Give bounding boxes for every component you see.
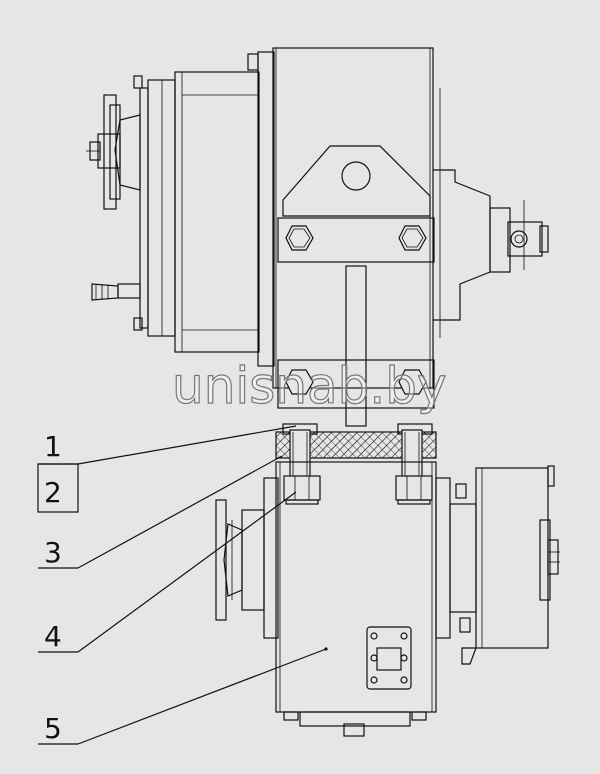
- upper-housing: [272, 47, 435, 427]
- callout-3: 3: [44, 536, 62, 569]
- clamp-bolts: [285, 225, 427, 395]
- right-valve: [433, 88, 549, 338]
- callout-4: 4: [44, 620, 62, 653]
- callout-5: 5: [44, 712, 62, 745]
- upper-motor: [86, 51, 275, 367]
- lower-right-motor: [449, 465, 560, 665]
- callout-2: 2: [44, 476, 62, 509]
- lower-left-pulley: [215, 499, 265, 621]
- leader-lines: [37, 425, 327, 745]
- lower-housing: [263, 461, 451, 737]
- callout-1: 1: [44, 430, 62, 463]
- callout-labels: 1 2 3 4 5: [44, 430, 62, 745]
- watermark-text: unisnab.by: [172, 357, 447, 415]
